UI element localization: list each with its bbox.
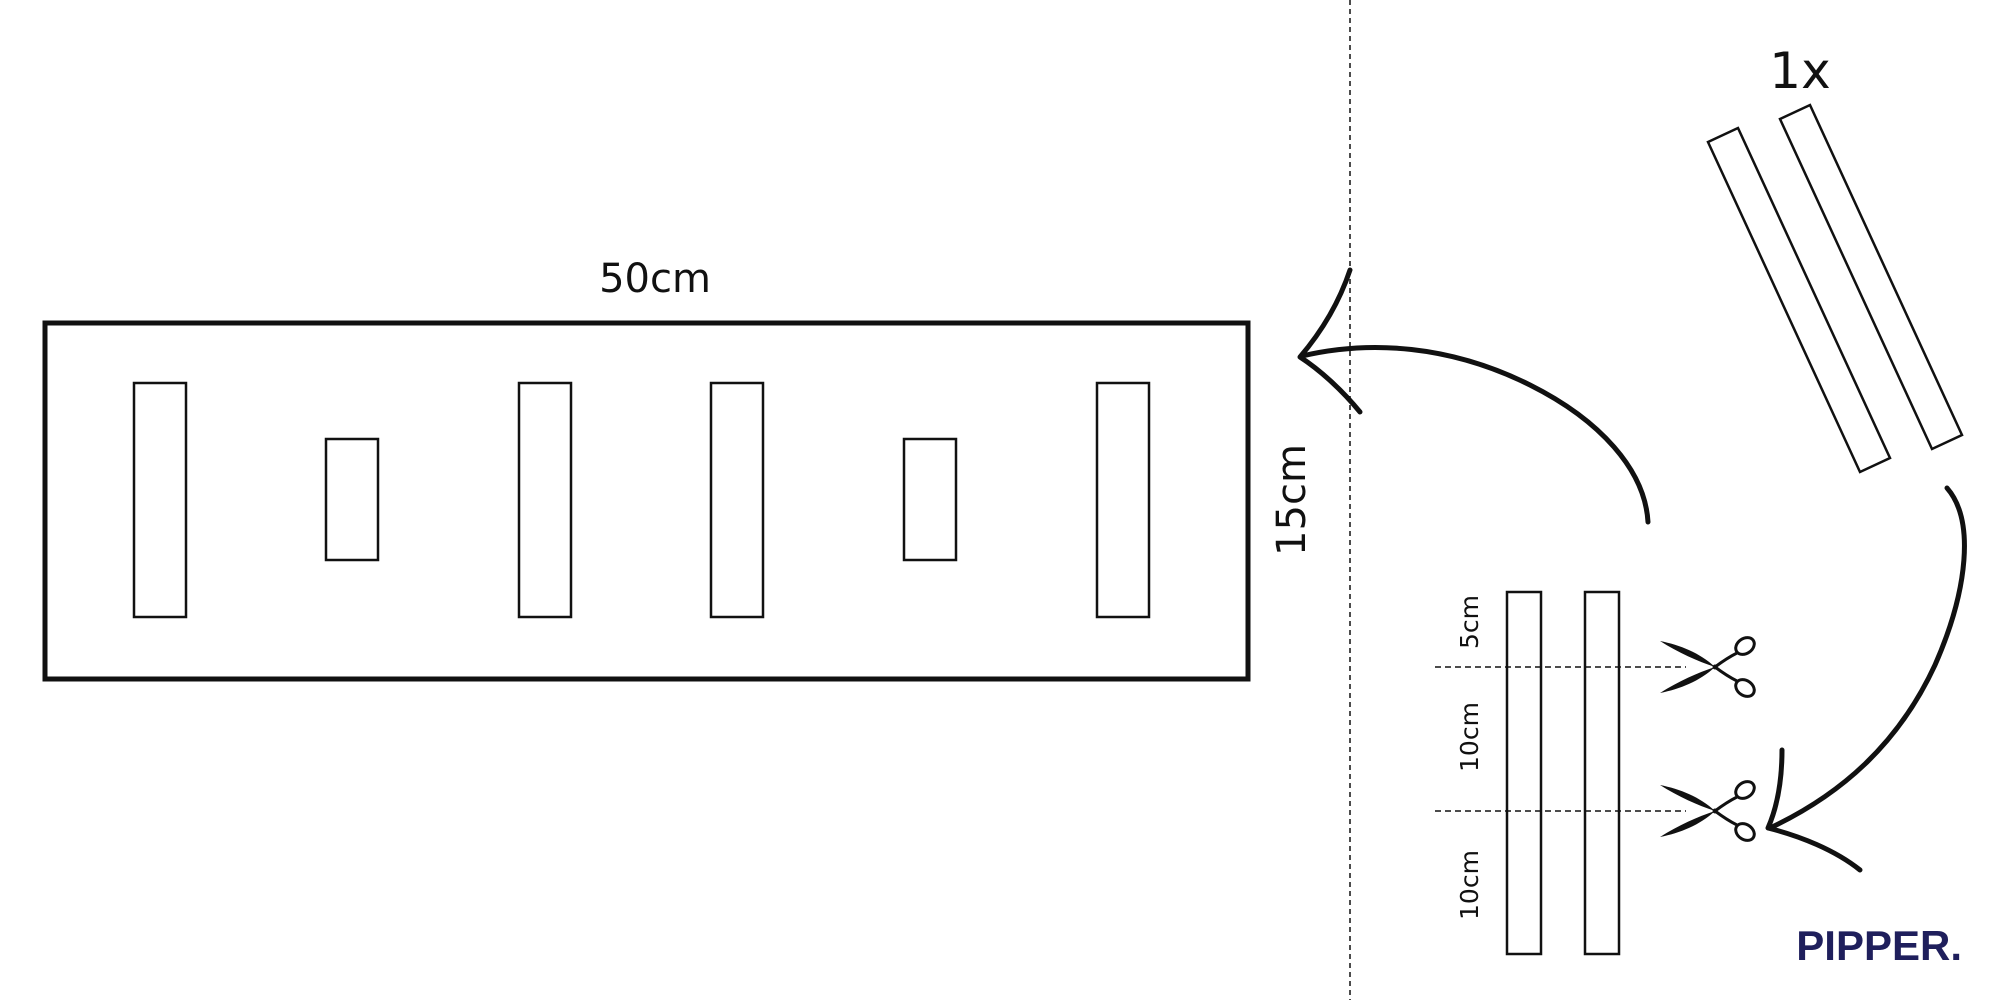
- scissors-icon: [1658, 632, 1759, 702]
- segment-label-3: 10cm: [1455, 850, 1484, 920]
- cut-strip-1: [1505, 590, 1543, 956]
- quantity-label: 1x: [1769, 42, 1830, 100]
- board-slots: [132, 381, 1151, 619]
- cut-strip-2: [1583, 590, 1621, 956]
- scissors-icon: [1658, 776, 1759, 846]
- slot-short-1: [324, 437, 380, 562]
- slot-long-1: [132, 381, 188, 619]
- height-label: 15cm: [1269, 444, 1315, 556]
- curved-arrow-icon: [1765, 485, 1967, 873]
- segment-label-1: 5cm: [1455, 595, 1484, 649]
- brand-logo: PIPPER.: [1796, 922, 1962, 969]
- curved-arrow-icon: [1297, 267, 1651, 525]
- segment-label-2: 10cm: [1455, 702, 1484, 772]
- slot-long-3: [709, 381, 765, 619]
- strip-2: [1778, 103, 1964, 451]
- slot-long-4: [1095, 381, 1151, 619]
- width-label: 50cm: [599, 256, 711, 302]
- board-outline: [42, 320, 1251, 682]
- tilted-strips: [1706, 103, 1964, 474]
- slot-short-2: [902, 437, 958, 562]
- slot-long-2: [517, 381, 573, 619]
- board-diagram: 50cm 15cm: [42, 256, 1315, 682]
- cutting-plan: 5cm 10cm 10cm: [1435, 590, 1759, 956]
- strip-1: [1706, 126, 1892, 474]
